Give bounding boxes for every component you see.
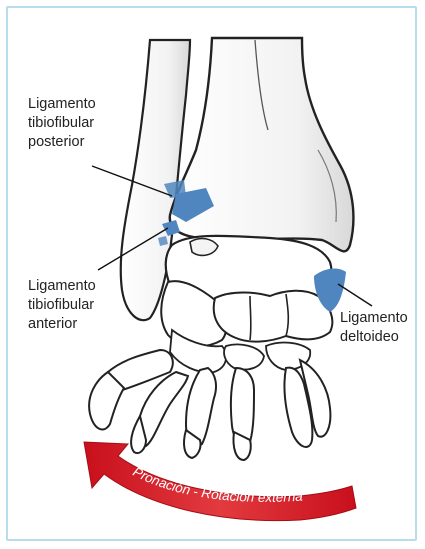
curved-arrow-icon: Pronación - Rotación externa xyxy=(84,442,356,521)
tibia-bone xyxy=(170,38,354,251)
tarsal-bones xyxy=(214,291,333,342)
label-tibiofibular-posterior: Ligamento tibiofibular posterior xyxy=(28,95,96,152)
label-deltoideo: Ligamento deltoideo xyxy=(340,309,408,347)
label-tibiofibular-anterior: Ligamento tibiofibular anterior xyxy=(28,277,96,334)
